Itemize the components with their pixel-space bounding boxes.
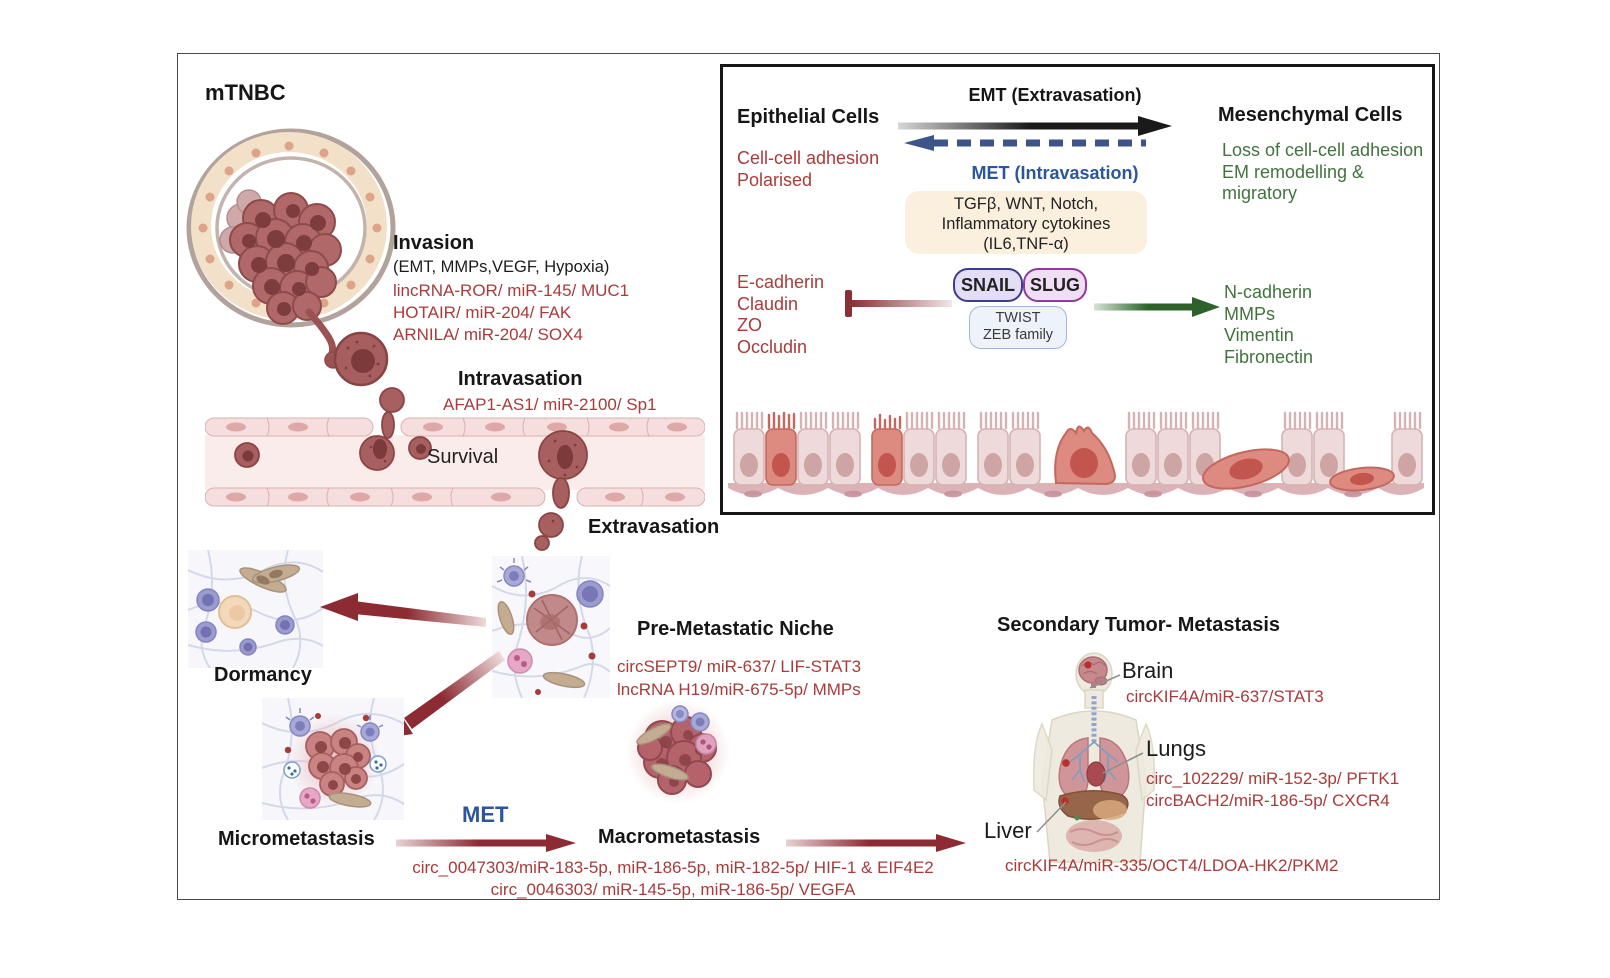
met-label: MET [462,802,509,827]
diagram-frame [177,53,1440,900]
pre-metastatic-line: circSEPT9/ miR-637/ LIF-STAT3 [617,657,862,676]
metastasis-dots [1061,661,1092,805]
promote-arrow [1094,297,1220,317]
epithelial-marker: Occludin [737,336,808,357]
brain-label: Brain [1122,658,1174,683]
lungs-label: Lungs [1146,736,1206,761]
inhibition-arrow [845,290,952,317]
endothelium-top [205,417,705,437]
macrometastasis-label: Macrometastasis [598,826,761,848]
arrow-to-dormancy [320,593,486,627]
mesenchymal-cells-title: Mesenchymal Cells [1218,104,1403,126]
macro-axis-line: circ_0047303/miR-183-5p, miR-186-5p, miR… [412,858,934,877]
mesenchymal-traits: Loss of cell-cell adhesion EM remodellin… [1222,140,1423,205]
tumor-cell-cluster [219,189,342,369]
fibroblast-cells [636,723,689,781]
emt-signals-box: TGFβ, WNT, Notch, Inflammatory cytokines… [905,191,1147,254]
invasion-line: lincRNA-ROR/ miR-145/ MUC1 [393,281,630,300]
slug-pill: SLUG [1023,268,1087,302]
intravasation-title: Intravasation [458,368,583,390]
mtnbc-label: mTNBC [205,80,286,105]
epithelial-marker: E-cadherin [737,272,825,292]
slug-label: SLUG [1029,274,1080,295]
fibroblast-cell [328,792,372,808]
micrometastasis-label: Micrometastasis [218,828,375,850]
macrophage-cell [695,733,717,755]
invasion-subtitle: (EMT, MMPs,VEGF, Hypoxia) [393,258,610,276]
emt-arrow-label: EMT (Extravasation) [968,85,1142,105]
spiky-immune-cells [285,708,384,742]
emt-arrow [898,116,1172,136]
extravasation-label: Extravasation [588,516,720,538]
pre-metastatic-line: lncRNA H19/miR-675-5p/ MMPs [617,680,861,699]
brain-line: circKIF4A/miR-637/STAT3 [1126,687,1324,706]
vesicles [283,755,387,779]
secondary-tumor-title: Secondary Tumor- Metastasis [997,614,1281,636]
invasion-line: HOTAIR/ miR-204/ FAK [393,303,572,322]
emt-cell-row-illustration [728,411,1424,498]
dormancy-label: Dormancy [214,664,312,686]
invasion-block: Invasion (EMT, MMPs,VEGF, Hypoxia) lincR… [393,232,629,346]
epithelial-cells-title: Epithelial Cells [737,106,880,128]
macrometastasis-illustration [626,700,730,804]
intravasation-line: AFAP1-AS1/ miR-2100/ Sp1 [443,395,657,414]
epithelial-trait: Cell-cell adhesion [737,148,880,168]
epithelial-trait: Polarised [737,170,813,190]
mesenchymal-marker: MMPs [1224,303,1275,324]
mesenchymal-marker: Fibronectin [1224,346,1314,367]
mesenchymal-marker: Vimentin [1224,325,1294,345]
mesenchymal-trait: EM remodelling & [1222,161,1365,182]
liver-line: circKIF4A/miR-335/OCT4/LDOA-HK2/PKM2 [1005,856,1339,875]
transitioning-cell [1054,425,1116,486]
macro-to-liver-arrow [786,834,966,852]
ecm-tumor-cell-illustration [492,556,610,698]
epithelial-marker: Claudin [737,293,799,314]
pre-metastatic-title: Pre-Metastatic Niche [637,618,834,640]
blood-vessel-illustration [205,387,705,551]
mesenchymal-spindle-cells [1202,448,1395,492]
survival-label: Survival [427,446,499,468]
snail-pill: SNAIL [953,268,1023,302]
zeb-label: ZEB family [982,327,1054,343]
endothelium-bottom [205,487,705,507]
snail-label: SNAIL [961,274,1015,295]
dormancy-niche-illustration [188,550,323,668]
stomach [1093,800,1127,820]
migrating-tumor-cell [333,331,389,387]
heart [1086,761,1106,787]
micrometastasis-illustration [262,698,404,820]
signal-line: (IL6,TNF-α) [983,235,1069,253]
met-arrow [396,834,576,852]
mesenchymal-trait: Loss of cell-cell adhesion [1222,140,1424,160]
invasion-line: ARNILA/ miR-204/ SOX4 [393,325,583,344]
signal-line: Inflammatory cytokines [941,215,1111,233]
epithelial-marker: ZO [737,315,762,335]
mesenchymal-markers: N-cadherin MMPs Vimentin Fibronectin [1224,282,1313,368]
exosome-dots [528,590,596,695]
spiky-immune-cell [496,558,532,587]
macrophage-cell [299,787,321,809]
primary-tumor-illustration [186,128,396,369]
liver-label: Liver [984,818,1032,843]
epithelial-markers: E-cadherin Claudin ZO Occludin [737,272,824,358]
intestines [1066,820,1122,852]
lungs-line: circBACH2/miR-186-5p/ CXCR4 [1146,791,1390,810]
met-dashed-arrow [904,135,1146,151]
twist-label: TWIST [995,310,1041,326]
fibroblast-cells [497,600,586,689]
mesenchymal-trait: migratory [1222,183,1298,203]
lungs-line: circ_102229/ miR-152-3p/ PFTK1 [1146,769,1400,788]
twist-zeb-box: TWIST ZEB family [969,306,1067,349]
macro-axis-line: circ_0046303/ miR-145-5p, miR-186-5p/ VE… [490,880,856,899]
mesenchymal-marker: N-cadherin [1224,282,1313,302]
invasion-title: Invasion [393,232,475,254]
signal-line: TGFβ, WNT, Notch, [953,195,1099,213]
met-arrow-label: MET (Intravasation) [971,163,1139,183]
macrophage-cell [507,648,533,674]
spiky-immune-cells [671,705,710,732]
